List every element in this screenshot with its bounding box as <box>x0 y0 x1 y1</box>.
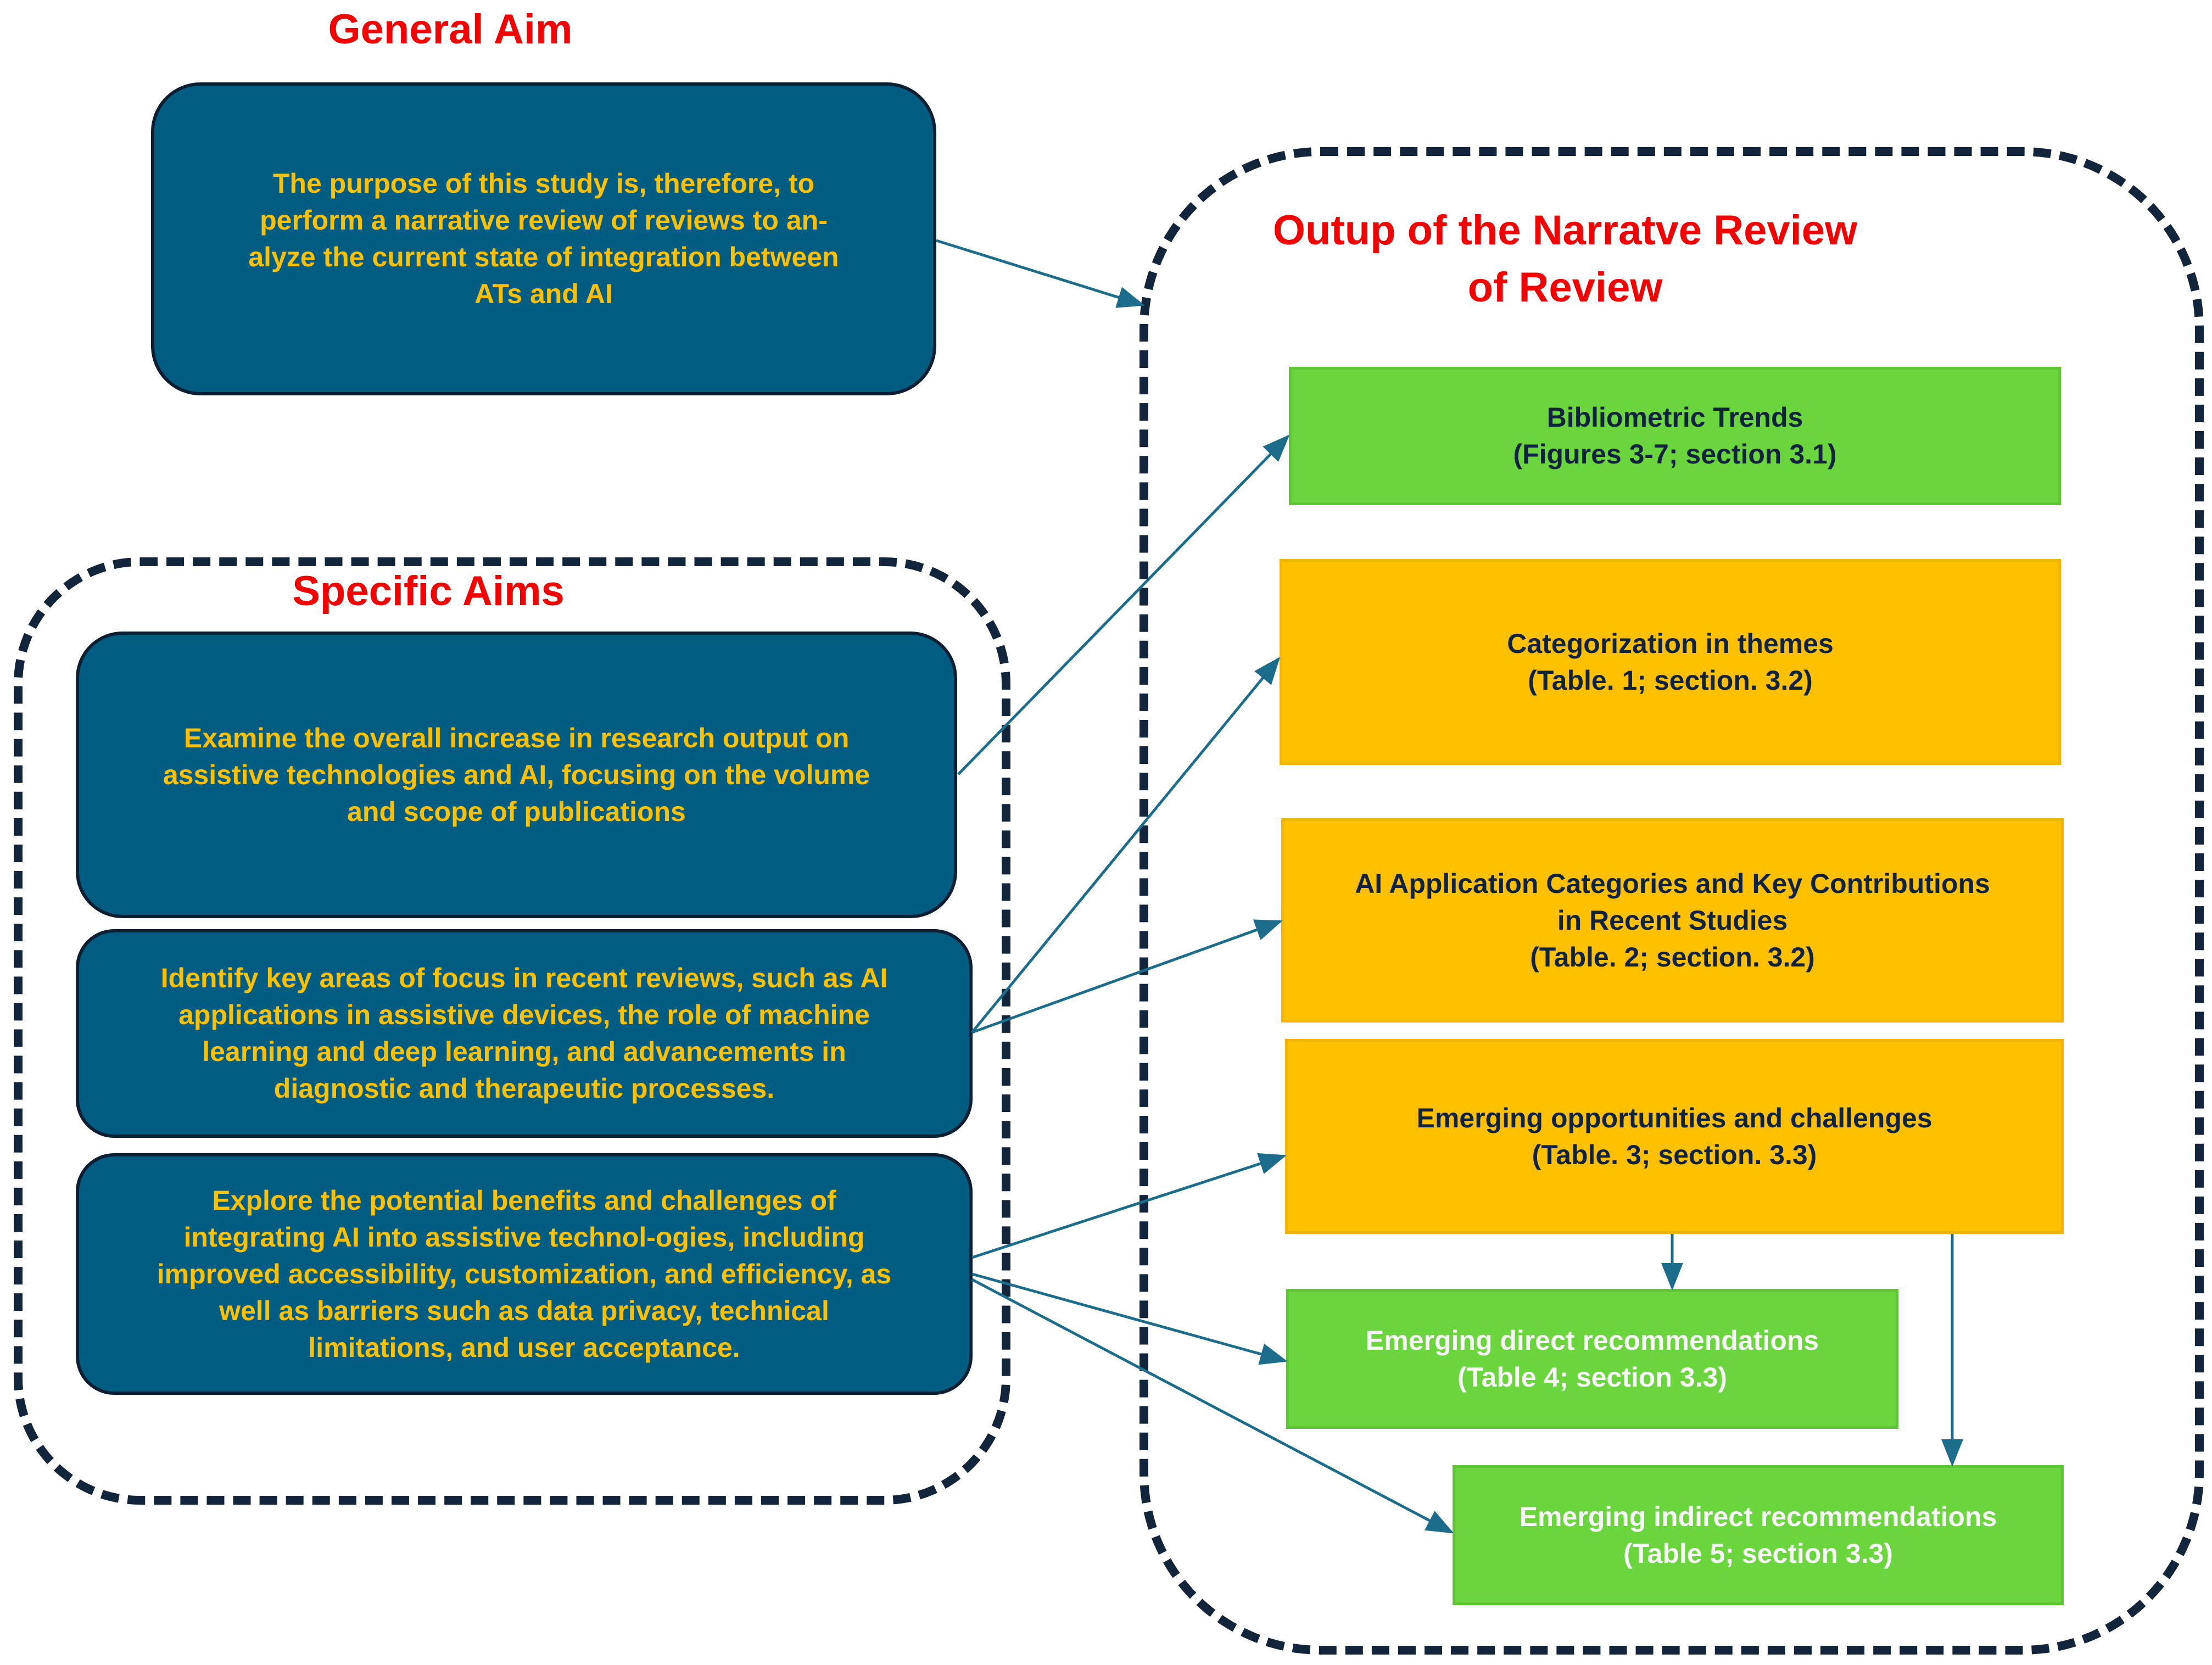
output-box-categorization-themes: Categorization in themes (Table. 1; sect… <box>1280 559 2061 765</box>
output-box-bibliometric-trends: Bibliometric Trends (Figures 3-7; sectio… <box>1289 367 2061 505</box>
output-box-direct-recommendations: Emerging direct recommendations (Table 4… <box>1286 1289 1898 1429</box>
output-box-1-text: Bibliometric Trends (Figures 3-7; sectio… <box>1513 402 1837 470</box>
specific-aim-1-box: Examine the overall increase in research… <box>76 632 957 918</box>
output-box-ai-application-categories: AI Application Categories and Key Contri… <box>1281 818 2064 1023</box>
specific-aim-3-box: Explore the potential benefits and chall… <box>76 1153 973 1395</box>
specific-aim-2-text: Identify key areas of focus in recent re… <box>160 963 888 1104</box>
arrow-general-to-output <box>936 239 1145 308</box>
general-aim-heading: General Aim <box>328 6 573 53</box>
output-heading: Outup of the Narratve Review of Review <box>1272 207 1858 311</box>
output-box-2-text: Categorization in themes (Table. 1; sect… <box>1507 628 1834 696</box>
general-aim-text: The purpose of this study is, therefore,… <box>248 168 839 309</box>
specific-aim-3-text: Explore the potential benefits and chall… <box>157 1185 892 1363</box>
output-box-indirect-recommendations: Emerging indirect recommendations (Table… <box>1453 1465 2064 1605</box>
specific-aims-heading: Specific Aims <box>292 568 565 614</box>
output-box-6-text: Emerging indirect recommendations (Table… <box>1519 1501 1997 1569</box>
output-box-4-text: Emerging opportunities and challenges (T… <box>1416 1102 1932 1170</box>
output-box-5-text: Emerging direct recommendations (Table 4… <box>1365 1325 1819 1393</box>
general-aim-box: The purpose of this study is, therefore,… <box>151 82 936 395</box>
output-box-3-text: AI Application Categories and Key Contri… <box>1355 868 1990 973</box>
specific-aim-1-text: Examine the overall increase in research… <box>163 722 870 827</box>
output-box-opportunities-challenges: Emerging opportunities and challenges (T… <box>1285 1039 2064 1234</box>
specific-aim-2-box: Identify key areas of focus in recent re… <box>76 929 973 1138</box>
